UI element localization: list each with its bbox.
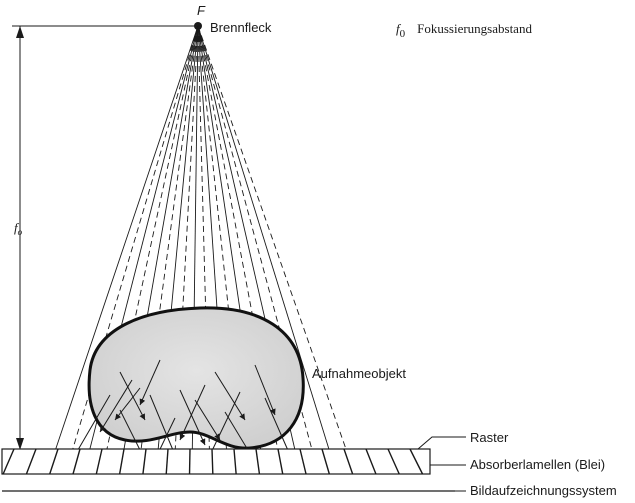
scatter-arrow bbox=[119, 371, 146, 421]
absorber-label: Absorberlamellen (Blei) bbox=[470, 457, 605, 472]
scatter-arrow bbox=[254, 364, 276, 416]
lead-lamella bbox=[299, 448, 307, 475]
x-ray-line bbox=[197, 25, 355, 473]
scatter-arrow bbox=[139, 359, 161, 406]
x-ray-line bbox=[197, 25, 283, 473]
focal-distance-dimension bbox=[12, 25, 198, 450]
lead-lamella bbox=[343, 448, 354, 475]
distance-label: fo bbox=[14, 220, 23, 237]
lead-lamella bbox=[72, 448, 81, 475]
lead-lamella bbox=[233, 448, 237, 475]
object-body bbox=[87, 306, 305, 450]
detector-label: Bildaufzeichnungssystem bbox=[470, 483, 617, 498]
lead-lamella bbox=[387, 448, 400, 475]
scatter-arrow bbox=[264, 397, 291, 456]
lead-lamella bbox=[25, 448, 37, 475]
scatter-arrow bbox=[179, 389, 206, 446]
lead-lamella bbox=[277, 448, 284, 475]
lead-lamella bbox=[95, 448, 103, 475]
object-label: Aufnahmeobjekt bbox=[312, 366, 406, 381]
x-ray-line bbox=[47, 25, 199, 473]
scatter-arrow bbox=[99, 379, 133, 433]
leader-lines bbox=[417, 436, 466, 492]
lead-lamella bbox=[255, 448, 261, 475]
lead-lamella bbox=[365, 448, 377, 475]
lead-lamella bbox=[211, 448, 214, 475]
lead-lamella bbox=[118, 448, 125, 475]
x-ray-line bbox=[197, 25, 337, 473]
scatter-arrow bbox=[114, 387, 141, 421]
focus-letter: F bbox=[197, 3, 206, 18]
scatter-arrow bbox=[214, 371, 246, 421]
x-ray-line bbox=[65, 25, 199, 473]
lead-lamella bbox=[321, 448, 331, 475]
focal-spot-label: Brennfleck bbox=[210, 20, 272, 35]
lead-lamella bbox=[49, 448, 59, 475]
scatter-arrow bbox=[209, 391, 241, 456]
scatter-arrow bbox=[179, 384, 206, 441]
lead-lamella bbox=[2, 448, 15, 475]
scatter-arrow bbox=[74, 394, 111, 456]
anti-scatter-grid bbox=[1, 448, 431, 475]
lead-lamella bbox=[165, 448, 169, 475]
scatter-arrow bbox=[194, 399, 221, 441]
raster-label: Raster bbox=[470, 430, 509, 445]
scatter-arrow bbox=[149, 394, 176, 456]
lead-lamella bbox=[409, 448, 424, 475]
lead-lamella bbox=[142, 448, 147, 475]
